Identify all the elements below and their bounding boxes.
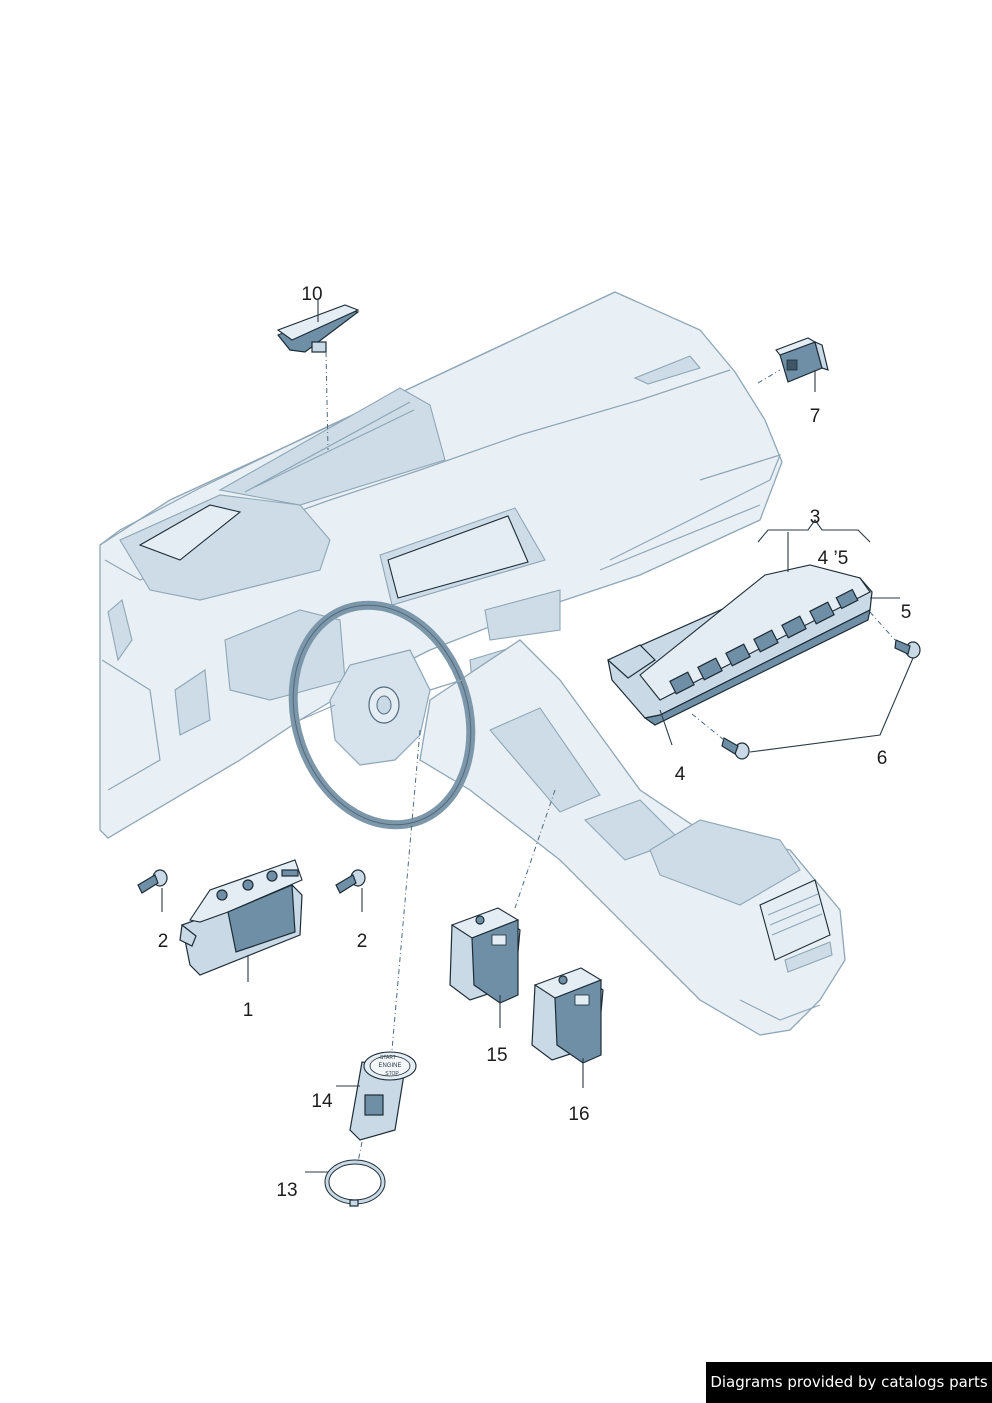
part-13-trim-ring[interactable] xyxy=(324,1159,386,1207)
callout-13: 13 xyxy=(276,1180,297,1201)
callout-2-right: 2 xyxy=(357,931,368,952)
leader-4 xyxy=(659,709,673,746)
start-label: START xyxy=(380,1055,396,1061)
leader-6-dash-left xyxy=(691,713,725,741)
leader-14-dash xyxy=(391,729,421,1051)
part-10-sensor-cover[interactable] xyxy=(276,304,360,353)
callout-14: 14 xyxy=(311,1091,333,1112)
callout-4-5: 4 ’5 xyxy=(818,548,849,569)
leader-6 xyxy=(749,657,914,753)
steering-wheel-illustration xyxy=(288,600,476,830)
part-1-light-switch[interactable] xyxy=(179,859,303,976)
part-15-switch[interactable] xyxy=(449,907,521,1004)
part-6-screw-right[interactable] xyxy=(894,639,921,659)
stop-label: STOP xyxy=(385,1071,399,1077)
center-console-illustration xyxy=(419,639,846,1036)
credit-banner: Diagrams provided by catalogs parts xyxy=(706,1362,992,1403)
callout-4: 4 xyxy=(675,764,686,785)
part-3-climate-panel[interactable] xyxy=(606,564,873,726)
callout-15: 15 xyxy=(486,1045,507,1066)
callout-5: 5 xyxy=(901,602,912,623)
part-16-switch[interactable] xyxy=(531,967,604,1064)
callout-6: 6 xyxy=(877,748,888,769)
callout-3: 3 xyxy=(810,507,821,528)
leader-10-dash xyxy=(325,351,329,451)
leader-7-dash xyxy=(757,369,781,384)
climate-buttons xyxy=(669,588,859,695)
callout-2-left: 2 xyxy=(158,931,169,952)
callout-10: 10 xyxy=(301,284,322,305)
callout-16: 16 xyxy=(568,1104,589,1125)
part-2-screw-right[interactable] xyxy=(335,869,366,894)
callout-7: 7 xyxy=(810,406,821,427)
engine-label: ENGINE xyxy=(378,1063,401,1069)
bracket-3 xyxy=(757,519,871,543)
callout-1: 1 xyxy=(243,1000,254,1021)
leader-13-dash xyxy=(357,1141,363,1163)
part-6-screw-left[interactable] xyxy=(721,737,750,760)
leader-6-dash-right xyxy=(869,611,896,641)
part-14-start-stop-button[interactable]: START ENGINE STOP xyxy=(349,1051,417,1141)
part-2-screw-left[interactable] xyxy=(137,869,168,894)
part-7-switch[interactable] xyxy=(775,337,829,383)
leader-15-dash xyxy=(514,789,556,909)
